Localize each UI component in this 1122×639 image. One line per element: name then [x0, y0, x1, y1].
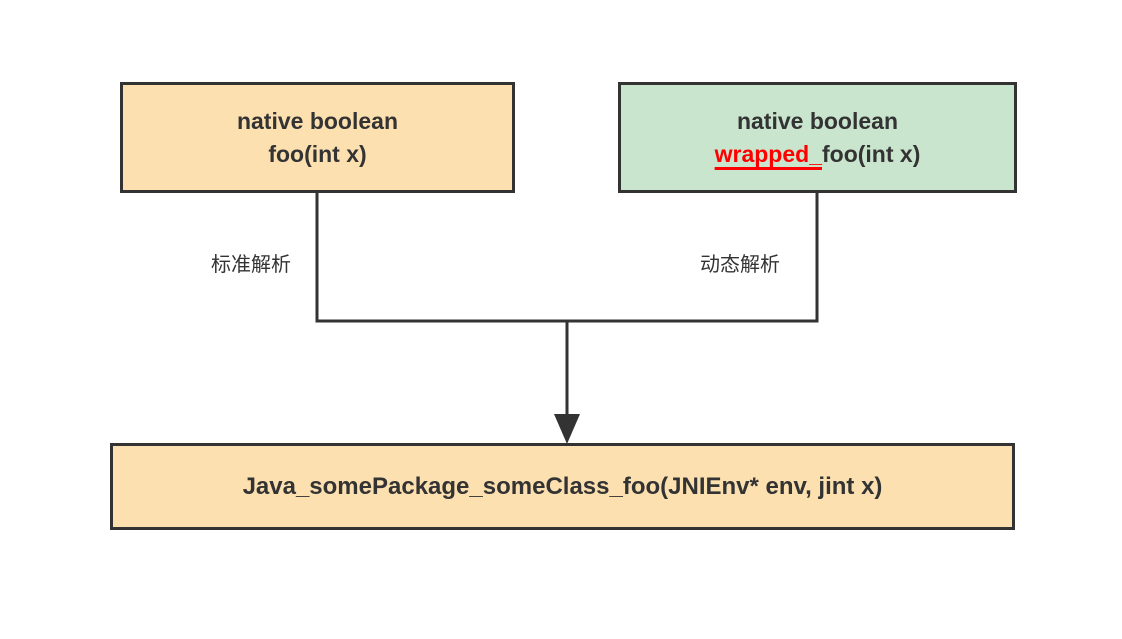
node-jni-function: Java_somePackage_someClass_foo(JNIEnv* e… — [110, 443, 1015, 530]
native-wrapped-foo-line1: native boolean — [736, 108, 899, 135]
native-wrapped-foo-line2: wrapped_foo(int x) — [715, 138, 921, 170]
wrapped-prefix-highlight: wrapped_ — [714, 140, 822, 167]
edge-label-dynamic-parsing: 动态解析 — [700, 254, 780, 276]
node-native-foo: native boolean foo(int x) — [120, 82, 515, 193]
node-native-wrapped-foo: native boolean wrapped_foo(int x) — [618, 82, 1017, 193]
jni-function-label: Java_somePackage_someClass_foo(JNIEnv* e… — [242, 472, 883, 500]
native-foo-line2: foo(int x) — [268, 140, 367, 167]
arrowhead-down-icon — [554, 414, 580, 444]
wrapped-foo-rest: foo(int x) — [822, 140, 921, 167]
edge-label-standard-parsing: 标准解析 — [211, 254, 291, 276]
native-foo-line1: native boolean — [236, 108, 399, 135]
